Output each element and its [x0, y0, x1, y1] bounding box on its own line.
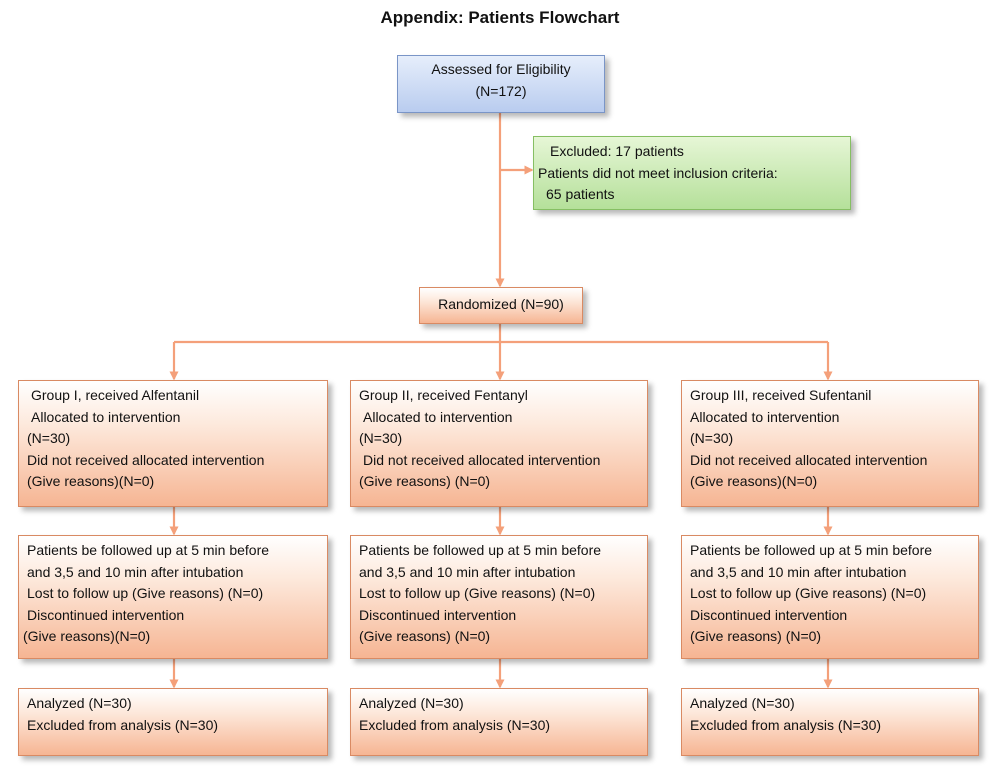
group-3-analyzed: Analyzed (N=30)	[690, 695, 795, 711]
group-2-analyzed: Analyzed (N=30)	[359, 695, 464, 711]
group-1-excluded-analysis: Excluded from analysis (N=30)	[27, 716, 219, 733]
excluded-reason-count: 65 patients	[546, 186, 615, 202]
excluded-reason: Patients did not meet inclusion criteria…	[538, 164, 778, 181]
group-2-discontinued: Discontinued intervention	[359, 606, 517, 623]
excluded-count: Excluded: 17 patients	[550, 143, 684, 159]
group-3-discontinued-count: (Give reasons) (N=0)	[690, 628, 822, 644]
group-1-not-received-count: (Give reasons)(N=0)	[27, 473, 155, 489]
group-3-followup-schedule-cont: and 3,5 and 10 min after intubation	[690, 563, 907, 580]
group-1-allocated-count: (N=30)	[27, 430, 71, 446]
group-2-allocated-count: (N=30)	[359, 430, 403, 446]
group-1-followup-schedule-cont: and 3,5 and 10 min after intubation	[27, 563, 244, 580]
eligibility-box: Assessed for Eligibility (N=172)	[397, 55, 605, 113]
group-3-not-received-count: (Give reasons)(N=0)	[690, 473, 818, 489]
group-1-discontinued-count: (Give reasons)(N=0)	[23, 628, 151, 644]
randomized-label: Randomized (N=90)	[438, 296, 564, 312]
group-1-analysis-box: Analyzed (N=30) Excluded from analysis (…	[18, 688, 328, 756]
group-2-name: Group II, received Fentanyl	[359, 387, 528, 403]
group-3-followup-box: Patients be followed up at 5 min before …	[681, 535, 979, 659]
group-1-allocation-box: Group I, received Alfentanil Allocated t…	[18, 380, 328, 507]
group-3-allocated-count: (N=30)	[690, 430, 734, 446]
group-2-discontinued-count: (Give reasons) (N=0)	[359, 628, 491, 644]
group-3-not-received: Did not received allocated intervention	[690, 451, 928, 468]
eligibility-label: Assessed for Eligibility	[431, 61, 571, 77]
group-1-lost-followup: Lost to follow up (Give reasons) (N=0)	[27, 585, 264, 601]
group-2-not-received-count: (Give reasons) (N=0)	[359, 473, 491, 489]
group-3-analysis-box: Analyzed (N=30) Excluded from analysis (…	[681, 688, 979, 756]
group-2-excluded-analysis: Excluded from analysis (N=30)	[359, 716, 551, 733]
group-1-allocated: Allocated to intervention	[31, 408, 181, 425]
group-3-allocated: Allocated to intervention	[690, 408, 840, 425]
group-1-name: Group I, received Alfentanil	[31, 387, 200, 403]
group-2-followup-schedule: Patients be followed up at 5 min before	[359, 542, 602, 558]
group-3-discontinued: Discontinued intervention	[690, 606, 848, 623]
group-2-followup-box: Patients be followed up at 5 min before …	[350, 535, 648, 659]
group-2-followup-schedule-cont: and 3,5 and 10 min after intubation	[359, 563, 576, 580]
group-3-lost-followup: Lost to follow up (Give reasons) (N=0)	[690, 585, 927, 601]
group-1-discontinued: Discontinued intervention	[27, 606, 185, 623]
eligibility-count: (N=172)	[475, 82, 527, 99]
group-1-followup-box: Patients be followed up at 5 min before …	[18, 535, 328, 659]
excluded-box: Excluded: 17 patients Patients did not m…	[533, 136, 851, 210]
group-2-allocation-box: Group II, received Fentanyl Allocated to…	[350, 380, 648, 507]
group-3-name: Group III, received Sufentanil	[690, 387, 872, 403]
group-2-analysis-box: Analyzed (N=30) Excluded from analysis (…	[350, 688, 648, 756]
group-2-allocated: Allocated to intervention	[363, 408, 513, 425]
group-2-lost-followup: Lost to follow up (Give reasons) (N=0)	[359, 585, 596, 601]
diagram-title: Appendix: Patients Flowchart	[380, 8, 620, 27]
group-3-followup-schedule: Patients be followed up at 5 min before	[690, 542, 933, 558]
group-2-not-received: Did not received allocated intervention	[363, 451, 601, 468]
group-1-analyzed: Analyzed (N=30)	[27, 695, 132, 711]
group-1-not-received: Did not received allocated intervention	[27, 451, 265, 468]
group-3-excluded-analysis: Excluded from analysis (N=30)	[690, 716, 882, 733]
group-3-allocation-box: Group III, received Sufentanil Allocated…	[681, 380, 979, 507]
randomized-box: Randomized (N=90)	[419, 287, 583, 324]
group-1-followup-schedule: Patients be followed up at 5 min before	[27, 542, 270, 558]
